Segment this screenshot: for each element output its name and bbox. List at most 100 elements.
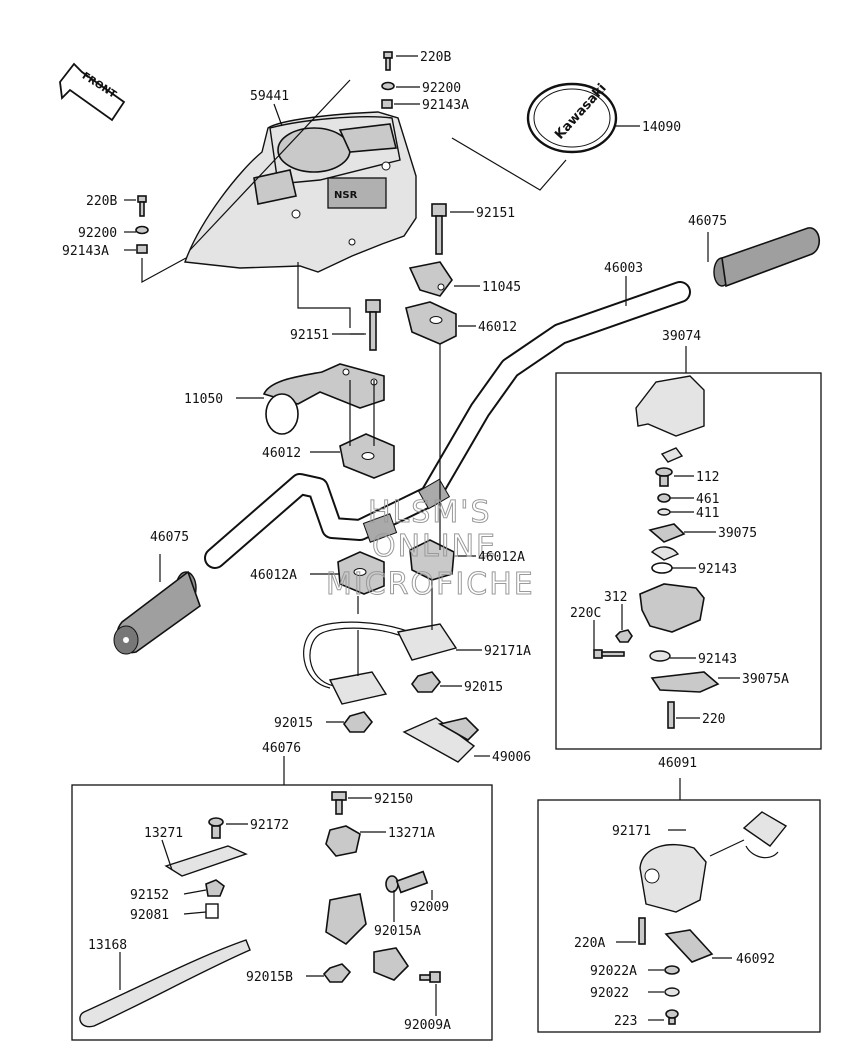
part-label: 220B [86,194,117,209]
part-label: 92009 [410,900,449,915]
part-92015a [373,947,410,981]
frame-switch-right-46091 [537,799,821,1033]
svg-text:MICROFICHE: MICROFICHE [326,567,535,602]
part-label: 92022 [590,986,629,1001]
part-label: 92022A [590,964,637,979]
part-label: 92143 [698,652,737,667]
nut-92015-left [343,711,374,733]
watermark: HLSM'S ONLINE MICROFICHE [326,495,535,603]
part-label: 220A [574,936,605,951]
part-labels: 220B 92200 92143A 59441 14090 220B 92200… [62,50,789,1033]
part-label: 461 [696,492,719,507]
switch-housing-46091 [639,844,707,913]
clamp-92171a [303,621,458,705]
spring-plate [660,447,684,463]
part-label: 49006 [492,750,531,765]
part-label: 46012A [478,550,525,565]
lever-46092 [664,929,714,963]
part-label: 46075 [150,530,189,545]
nut-92015-right [411,671,442,693]
part-label: 13271 [144,826,183,841]
spring-92081 [205,903,219,919]
bolt-92009a [419,971,441,983]
washer-92200-left [135,225,149,235]
screw-112 [655,467,673,487]
screw-220 [667,701,675,729]
washer-92200-top [381,81,395,91]
part-label: 92200 [422,81,461,96]
part-label: 46075 [688,214,727,229]
part-label: 92143A [62,244,109,259]
part-label: 312 [604,590,627,605]
part-label: 92150 [374,792,413,807]
part-label: 92151 [476,206,515,221]
spring-92143-top [650,546,680,561]
screw-92172 [208,817,224,839]
nut-92015b [322,963,352,983]
oring-92143-b [649,650,671,662]
part-label: 13271A [388,826,435,841]
bolt-92151-left [365,299,381,351]
part-label: 14090 [642,120,681,135]
part-label: 46003 [604,261,643,276]
part-label: 223 [614,1014,637,1029]
part-label: 220B [420,50,451,65]
bracket-11045 [408,261,453,297]
part-label: 92081 [130,908,169,923]
group-label-46091: 46091 [658,756,697,771]
part-label: 92200 [78,226,117,241]
svg-text:NSR: NSR [334,190,358,201]
part-label: 92015 [464,680,503,695]
part-label: 92152 [130,888,169,903]
part-label: 112 [696,470,719,485]
front-arrow-icon: FRONT [59,62,126,122]
frame-switch-left-39074 [555,372,822,750]
part-label: 92171 [612,824,651,839]
meter-cover-59441: NSR [184,111,417,273]
washer-411 [657,508,671,516]
part-label: 92015A [374,924,421,939]
part-label: 92172 [250,818,289,833]
screw-220a [638,917,646,945]
part-label: 92009A [404,1018,451,1033]
part-label: 92151 [290,328,329,343]
lever-13168 [79,939,251,1028]
part-label: 39075A [742,672,789,687]
screw-220b-top [383,51,393,71]
part-label: 92015B [246,970,293,985]
part-label: 13168 [88,938,127,953]
plate-39075 [648,523,686,543]
bracket-11050 [262,363,385,435]
part-label: 92143 [698,562,737,577]
bolt-92151-right [431,203,447,255]
svg-text:HLSM'S: HLSM'S [368,495,492,530]
nut-92152 [205,879,225,897]
screw-220c [593,649,625,659]
switch-cover-39074 [635,375,705,437]
collar-92143a-top [381,99,393,109]
part-label: 92171A [484,644,531,659]
frame-lever-46076 [71,784,493,1041]
screw-223 [665,1009,679,1025]
lever-39075a [650,671,720,693]
leader-lines [119,55,740,1021]
part-label: 92015 [274,716,313,731]
connector-92171 [709,811,788,859]
part-label: 11045 [482,280,521,295]
part-label: 411 [696,506,719,521]
lever-mount [325,893,367,946]
part-label: 92143A [422,98,469,113]
part-49006 [402,717,480,763]
cable-adjuster-92009 [385,870,429,894]
part-label: 39075 [718,526,757,541]
part-label: 220 [702,712,725,727]
part-label: 220C [570,606,601,621]
svg-text:ONLINE: ONLINE [372,529,497,564]
holder-46012-top [405,301,457,345]
collar-92143a-left [136,244,148,254]
part-label: 59441 [250,89,289,104]
screw-92150 [331,791,347,815]
switch-housing-39074 [639,583,705,633]
part-label: 46092 [736,952,775,967]
